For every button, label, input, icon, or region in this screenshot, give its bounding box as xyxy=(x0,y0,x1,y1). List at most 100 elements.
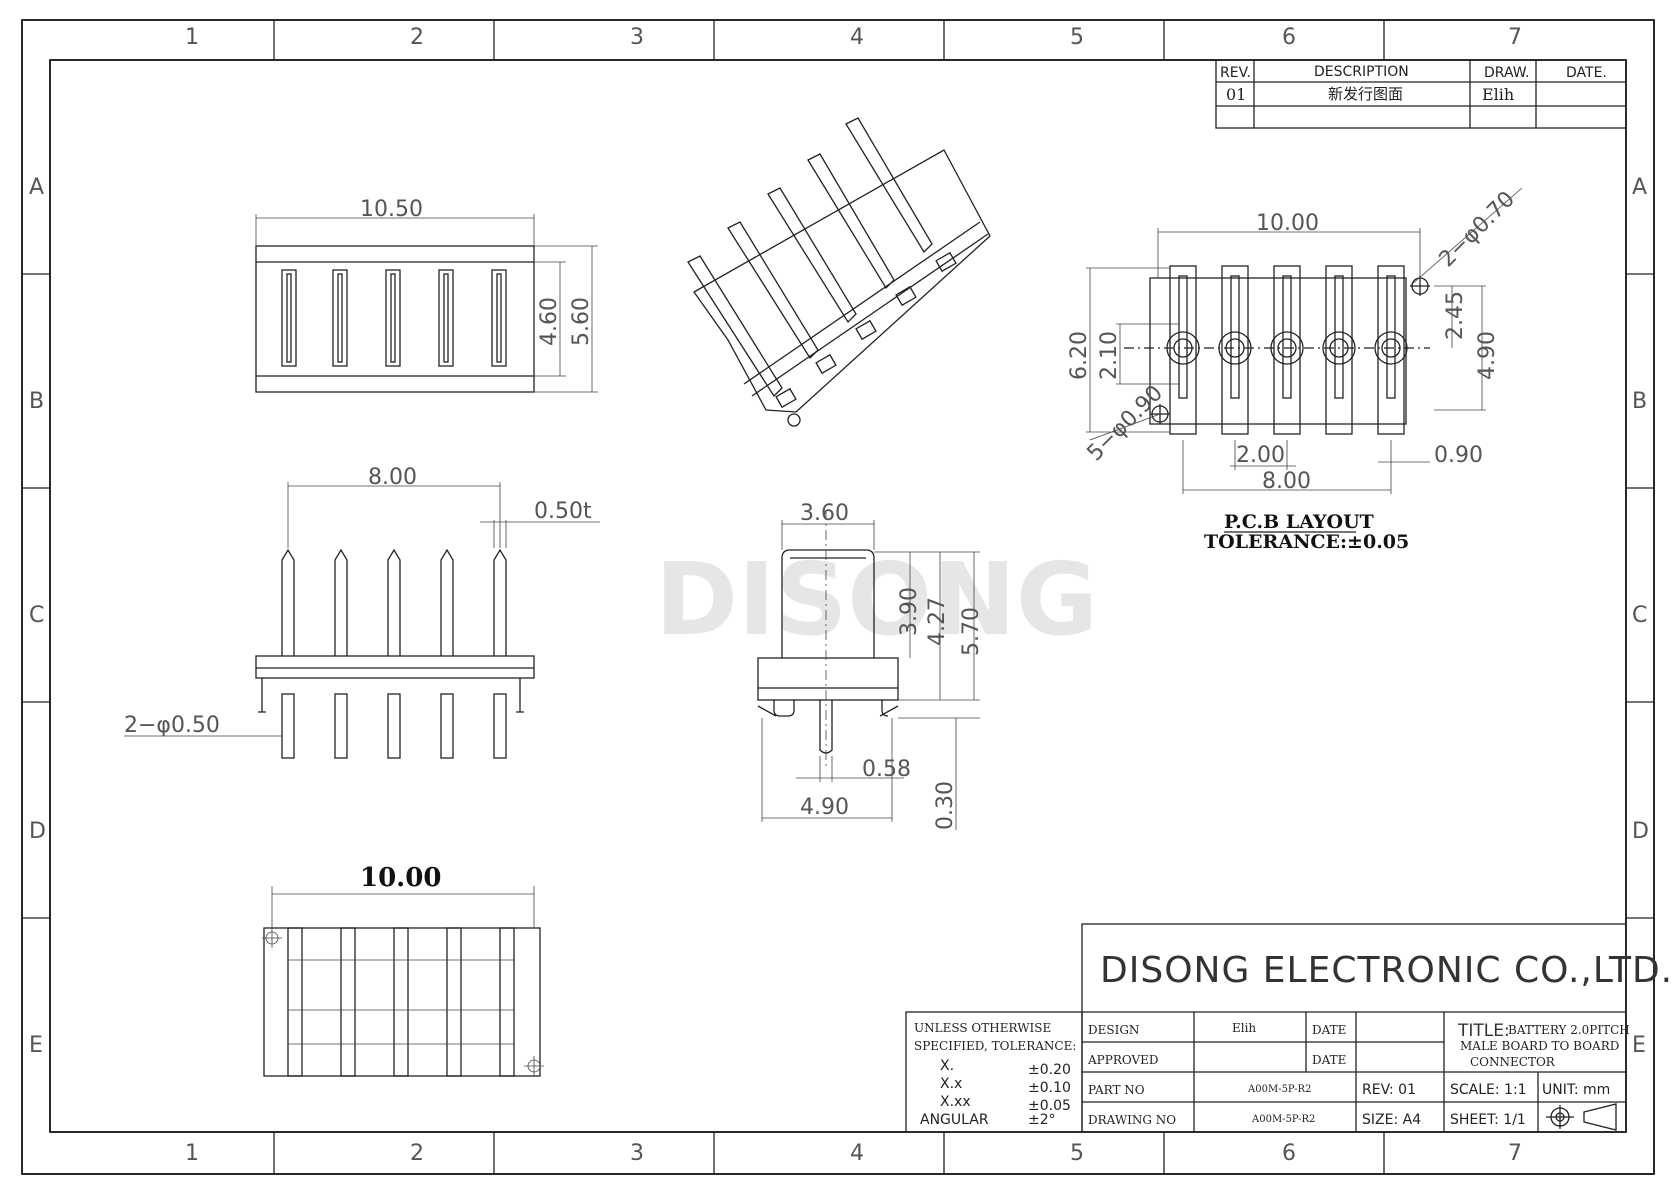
svg-text:1: 1 xyxy=(185,1141,199,1166)
pcb-layout: 10.00 2−φ0.70 6.20 2.10 5−φ0.90 2.45 4.9… xyxy=(1067,187,1523,553)
svg-text:6: 6 xyxy=(1282,1141,1296,1166)
rev-header: REV. xyxy=(1220,65,1251,81)
dim-side-h1: 3.90 xyxy=(897,587,922,636)
dim-pcb-pitch-span: 8.00 xyxy=(1262,469,1311,494)
design-value: Elih xyxy=(1232,1021,1256,1035)
title-line-2: MALE BOARD TO BOARD xyxy=(1460,1039,1619,1053)
draw-header: DRAW. xyxy=(1484,65,1529,81)
svg-text:3: 3 xyxy=(630,1141,644,1166)
drawno-value: A00M-5P-R2 xyxy=(1251,1114,1315,1125)
svg-text:6: 6 xyxy=(1282,25,1296,50)
tol-angular-label: ANGULAR xyxy=(920,1112,989,1128)
revision-table: REV. DESCRIPTION DRAW. DATE. 01 新发行图面 El… xyxy=(1215,59,1627,129)
svg-text:D: D xyxy=(29,819,46,844)
svg-text:5: 5 xyxy=(1070,25,1084,50)
tol-xx-label: X.x xyxy=(940,1076,962,1092)
watermark: DISONG xyxy=(655,541,1098,658)
dim-side-pin-offset: 0.58 xyxy=(862,757,911,782)
isometric-view xyxy=(687,117,991,427)
partno-value: A00M-5P-R2 xyxy=(1247,1084,1311,1095)
date-label-2: DATE xyxy=(1312,1053,1346,1067)
dim-side-h3: 5.70 xyxy=(959,607,984,656)
dim-pcb-right-height: 2.45 xyxy=(1443,291,1468,340)
title-line-3: CONNECTOR xyxy=(1470,1055,1556,1069)
title-block: DISONG ELECTRONIC CO.,LTD. UNLESS OTHERW… xyxy=(905,923,1673,1133)
svg-text:4: 4 xyxy=(850,25,864,50)
dim-pcb-outer-height: 6.20 xyxy=(1067,331,1092,380)
grid-row-labels-left: A B C D E xyxy=(29,175,46,1058)
side-view: 3.60 3.90 4.27 5.70 0.58 4.90 0.30 xyxy=(757,501,984,830)
tol-x-label: X. xyxy=(940,1058,954,1074)
dim-pcb-edge: 0.90 xyxy=(1434,443,1483,468)
tol-angular-value: ±2° xyxy=(1028,1112,1056,1128)
dim-pcb-pitch: 2.00 xyxy=(1236,443,1285,468)
svg-text:E: E xyxy=(1632,1033,1646,1058)
tol-xx-value: ±0.10 xyxy=(1028,1080,1071,1096)
projection-symbol-icon xyxy=(1546,1103,1617,1131)
dim-front-span: 8.00 xyxy=(368,465,417,490)
pcb-layout-title: P.C.B LAYOUT xyxy=(1224,511,1374,533)
dim-pcb-right-outer: 4.90 xyxy=(1475,331,1500,380)
draw-value: Elih xyxy=(1482,85,1514,104)
dim-top-outer-height: 5.60 xyxy=(569,297,594,346)
grid-row-labels-right: A B C D E xyxy=(1632,175,1649,1058)
svg-text:5: 5 xyxy=(1070,1141,1084,1166)
pcb-tolerance: TOLERANCE:±0.05 xyxy=(1204,531,1409,553)
grid-dividers xyxy=(22,20,1654,1174)
partno-label: PART NO xyxy=(1088,1083,1145,1097)
company-name: DISONG ELECTRONIC CO.,LTD. xyxy=(1100,950,1673,991)
tol-note-2: SPECIFIED, TOLERANCE: xyxy=(914,1039,1076,1053)
inner-border xyxy=(49,59,1627,1133)
svg-text:2: 2 xyxy=(410,1141,424,1166)
svg-text:D: D xyxy=(1632,819,1649,844)
svg-text:E: E xyxy=(29,1033,43,1058)
svg-text:4: 4 xyxy=(850,1141,864,1166)
grid-col-labels-top: 1 2 3 4 5 6 7 xyxy=(185,25,1522,50)
dim-side-h2: 4.27 xyxy=(925,597,950,646)
tol-note-1: UNLESS OTHERWISE xyxy=(914,1021,1051,1035)
svg-text:A: A xyxy=(1632,175,1647,200)
svg-text:B: B xyxy=(29,389,44,414)
svg-text:7: 7 xyxy=(1508,1141,1522,1166)
title-line-1: BATTERY 2.0PITCH xyxy=(1508,1023,1630,1037)
dim-pcb-row-height: 2.10 xyxy=(1097,331,1122,380)
dim-side-width: 3.60 xyxy=(800,501,849,526)
svg-text:C: C xyxy=(29,603,44,628)
dim-top-inner-height: 4.60 xyxy=(537,297,562,346)
date-header: DATE. xyxy=(1566,65,1607,81)
sheet-value: SHEET: 1/1 xyxy=(1450,1112,1526,1128)
description-header: DESCRIPTION xyxy=(1314,64,1409,80)
tol-x-value: ±0.20 xyxy=(1028,1062,1071,1078)
outer-border xyxy=(21,19,1655,1175)
dim-peg: 2−φ0.50 xyxy=(124,713,220,738)
svg-text:A: A xyxy=(29,175,44,200)
svg-text:2: 2 xyxy=(410,25,424,50)
approved-label: APPROVED xyxy=(1087,1053,1159,1067)
date-label-1: DATE xyxy=(1312,1023,1346,1037)
top-view: 10.50 4.60 5.60 xyxy=(255,197,598,393)
scale-value: SCALE: 1:1 xyxy=(1450,1082,1527,1098)
title-label: TITLE: xyxy=(1457,1021,1510,1041)
bottom-view: 10.00 xyxy=(262,863,544,1077)
front-view: 8.00 0.50t 2−φ0.50 xyxy=(124,465,600,759)
drawno-label: DRAWING NO xyxy=(1088,1113,1176,1127)
svg-text:3: 3 xyxy=(630,25,644,50)
unit-value: UNIT: mm xyxy=(1542,1082,1610,1098)
tol-xxx-value: ±0.05 xyxy=(1028,1098,1071,1114)
svg-text:B: B xyxy=(1632,389,1647,414)
rev-value: REV: 01 xyxy=(1362,1082,1416,1098)
svg-text:1: 1 xyxy=(185,25,199,50)
dim-top-width: 10.50 xyxy=(360,197,423,222)
svg-text:7: 7 xyxy=(1508,25,1522,50)
grid-col-labels-bottom: 1 2 3 4 5 6 7 xyxy=(185,1141,1522,1166)
design-label: DESIGN xyxy=(1088,1023,1139,1037)
rev-value: 01 xyxy=(1226,85,1246,104)
dim-side-base: 4.90 xyxy=(800,795,849,820)
description-value: 新发行图面 xyxy=(1328,85,1403,103)
dim-pcb-peg-holes: 2−φ0.70 xyxy=(1435,187,1521,273)
svg-text:C: C xyxy=(1632,603,1647,628)
dim-pin-thickness: 0.50t xyxy=(534,499,592,524)
dim-pcb-width: 10.00 xyxy=(1256,211,1319,236)
dim-side-tail: 0.30 xyxy=(933,781,958,830)
